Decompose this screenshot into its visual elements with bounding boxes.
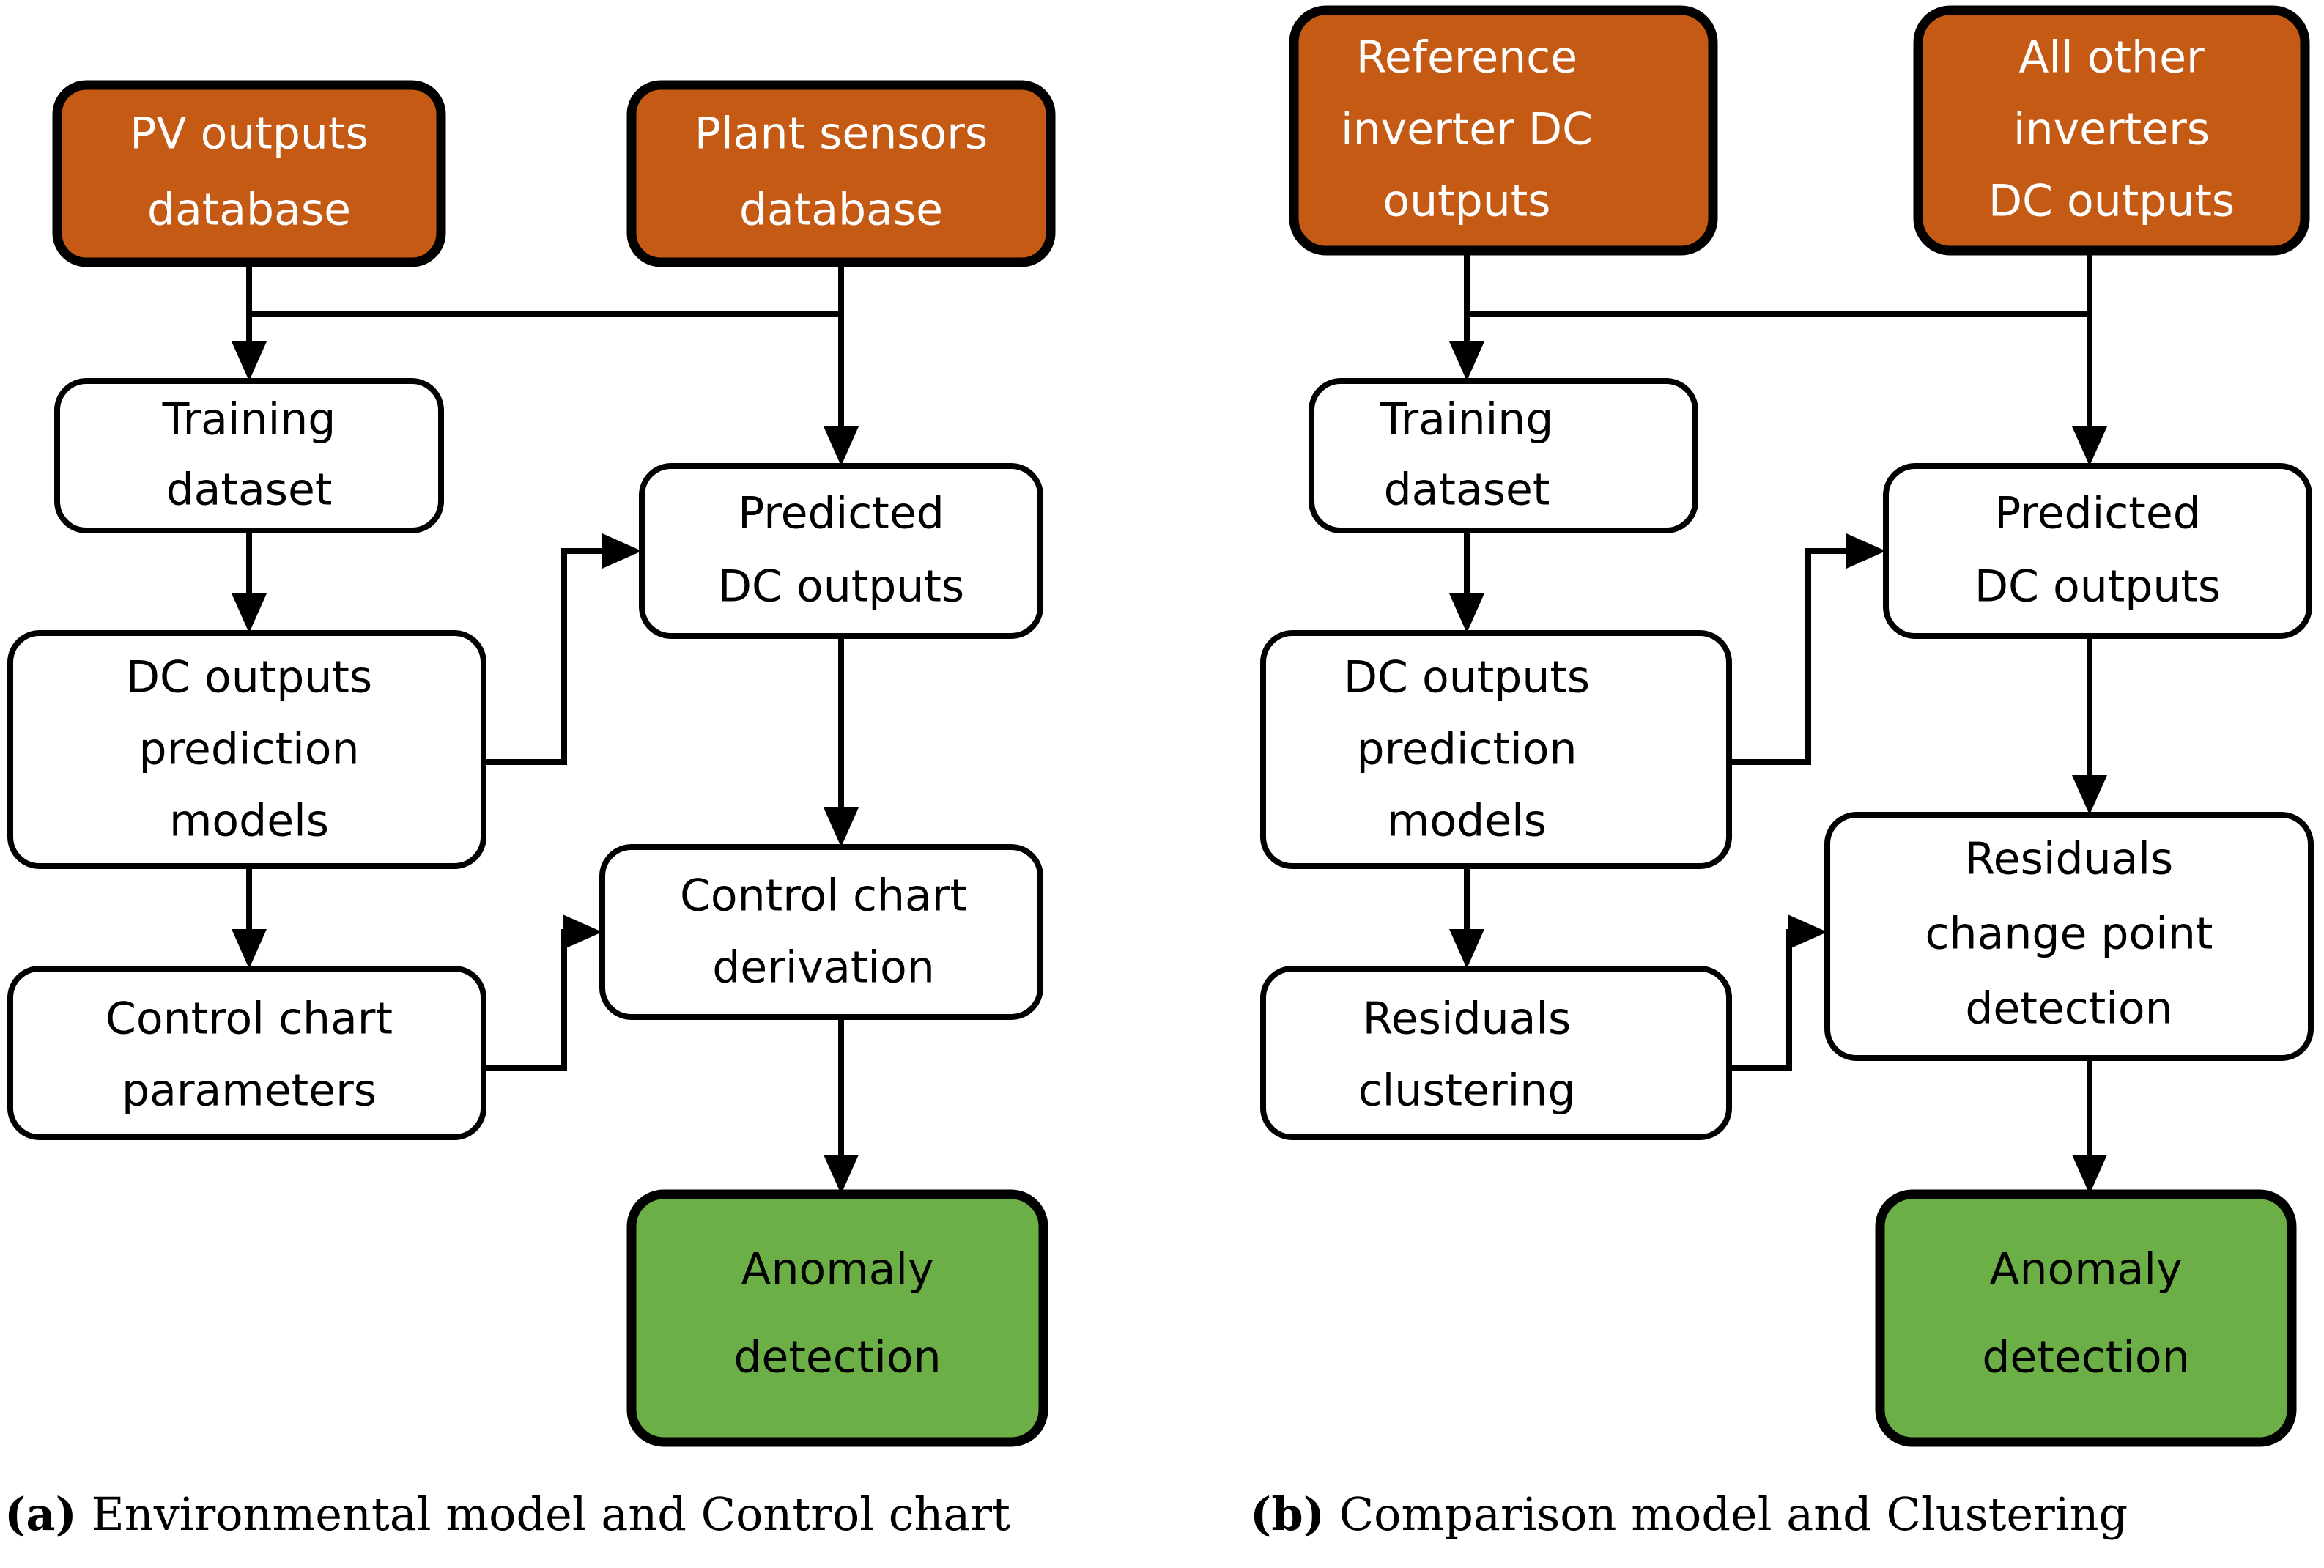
edge-pv-db-to-training-dataset bbox=[232, 262, 267, 381]
panel-a: PV outputs database Plant sensors databa… bbox=[7, 80, 1056, 1447]
node-control-chart-parameters[interactable]: Control chart parameters bbox=[7, 966, 486, 1140]
node-plant-sensors-database[interactable]: Plant sensors database bbox=[626, 80, 1056, 267]
node-training-dataset[interactable]: Training dataset bbox=[54, 378, 444, 533]
node-label-line2: prediction bbox=[138, 724, 359, 775]
node-label-line2: inverter DC bbox=[1341, 104, 1593, 155]
edge-predicted-dc-outputs-to-control-chart-derivation bbox=[824, 636, 859, 847]
node-label-line3: outputs bbox=[1383, 176, 1550, 227]
caption-panel-b: (b) Comparison model and Clustering bbox=[1250, 1487, 2128, 1541]
node-label-line1: Control chart bbox=[106, 994, 393, 1045]
node-label-line1: All other bbox=[2018, 32, 2205, 84]
node-label-line2: derivation bbox=[712, 942, 935, 994]
node-label-line2: dataset bbox=[1384, 465, 1550, 516]
node-dc-outputs-prediction-models[interactable]: DC outputs prediction models bbox=[1260, 630, 1732, 869]
edge-change-point-detection-to-anomaly-detection bbox=[2072, 1058, 2107, 1194]
caption-panel-a: (a) Environmental model and Control char… bbox=[4, 1487, 1010, 1541]
node-label-line1: Training bbox=[1380, 394, 1554, 445]
node-label-line3: detection bbox=[1965, 983, 2172, 1035]
edge-training-dataset-to-prediction-models bbox=[232, 530, 267, 633]
node-label-line1: Control chart bbox=[680, 870, 967, 922]
node-label-line1: Reference bbox=[1356, 32, 1577, 84]
node-label-line1: Residuals bbox=[1363, 994, 1572, 1045]
node-label-line2: DC outputs bbox=[1975, 561, 2221, 613]
node-label-line1: Predicted bbox=[1994, 488, 2201, 539]
node-label-line3: models bbox=[1387, 796, 1547, 847]
caption-text-a: Environmental model and Control chart bbox=[76, 1487, 1010, 1541]
edge-residuals-clustering-to-change-point-detection bbox=[1729, 914, 1827, 1071]
node-label-line1: Anomaly bbox=[741, 1244, 933, 1295]
node-dc-outputs-prediction-models[interactable]: DC outputs prediction models bbox=[7, 630, 486, 869]
node-label-line2: clustering bbox=[1358, 1065, 1576, 1117]
node-label-line1: DC outputs bbox=[126, 652, 372, 703]
panel-b: Reference inverter DC outputs All other … bbox=[1260, 5, 2314, 1447]
edge-prediction-models-to-residuals-clustering bbox=[1449, 866, 1484, 969]
node-label-line1: PV outputs bbox=[130, 108, 368, 160]
node-label-line2: parameters bbox=[122, 1065, 377, 1117]
node-control-chart-derivation[interactable]: Control chart derivation bbox=[599, 844, 1043, 1020]
node-label-line3: DC outputs bbox=[1988, 176, 2235, 227]
edge-prediction-models-to-predicted-dc-outputs bbox=[484, 533, 642, 765]
edge-plant-sensors-db-to-predicted-dc-outputs bbox=[824, 262, 859, 466]
edge-predicted-dc-outputs-to-change-point-detection bbox=[2072, 636, 2107, 815]
caption-marker-a: (a) bbox=[4, 1487, 77, 1541]
caption-text-b: Comparison model and Clustering bbox=[1325, 1487, 2128, 1541]
node-label-line2: detection bbox=[733, 1332, 941, 1383]
node-label-line1: Plant sensors bbox=[695, 108, 988, 160]
edge-control-chart-parameters-to-derivation bbox=[484, 914, 602, 1071]
node-residuals-change-point-detection[interactable]: Residuals change point detection bbox=[1824, 812, 2314, 1061]
node-label-line1: Predicted bbox=[738, 488, 944, 539]
node-label-line2: DC outputs bbox=[718, 561, 964, 613]
node-label-line1: Training bbox=[162, 394, 336, 445]
node-label-line1: Residuals bbox=[1965, 834, 2174, 885]
edge-reference-inverter-to-training-dataset bbox=[1449, 251, 1484, 381]
node-label-line2: change point bbox=[1925, 909, 2213, 960]
edge-control-chart-derivation-to-anomaly-detection bbox=[824, 1017, 859, 1194]
node-anomaly-detection[interactable]: Anomaly detection bbox=[626, 1189, 1048, 1447]
node-label-line2: inverters bbox=[2013, 104, 2210, 155]
node-label-line2: detection bbox=[1982, 1332, 2189, 1383]
node-all-other-inverters-dc-outputs[interactable]: All other inverters DC outputs bbox=[1913, 5, 2310, 256]
node-label-line2: dataset bbox=[166, 465, 333, 516]
edge-training-dataset-to-prediction-models bbox=[1449, 530, 1484, 633]
node-label-line2: database bbox=[739, 185, 943, 236]
node-predicted-dc-outputs[interactable]: Predicted DC outputs bbox=[1883, 463, 2312, 639]
node-reference-inverter-dc-outputs[interactable]: Reference inverter DC outputs bbox=[1289, 5, 1718, 256]
caption-marker-b: (b) bbox=[1250, 1487, 1325, 1541]
edge-all-other-inverters-to-predicted-dc-outputs bbox=[2072, 251, 2107, 466]
node-label-line2: database bbox=[147, 185, 351, 236]
node-residuals-clustering[interactable]: Residuals clustering bbox=[1260, 966, 1732, 1140]
node-anomaly-detection[interactable]: Anomaly detection bbox=[1875, 1189, 2297, 1447]
node-label-line3: models bbox=[169, 796, 329, 847]
node-predicted-dc-outputs[interactable]: Predicted DC outputs bbox=[639, 463, 1043, 639]
node-label-line2: prediction bbox=[1356, 724, 1577, 775]
node-label-line1: Anomaly bbox=[1989, 1244, 2182, 1295]
edge-prediction-models-to-control-chart-parameters bbox=[232, 866, 267, 969]
node-pv-outputs-database[interactable]: PV outputs database bbox=[52, 80, 446, 267]
node-training-dataset[interactable]: Training dataset bbox=[1309, 378, 1698, 533]
edge-prediction-models-to-predicted-dc-outputs bbox=[1729, 533, 1886, 765]
node-label-line1: DC outputs bbox=[1344, 652, 1590, 703]
